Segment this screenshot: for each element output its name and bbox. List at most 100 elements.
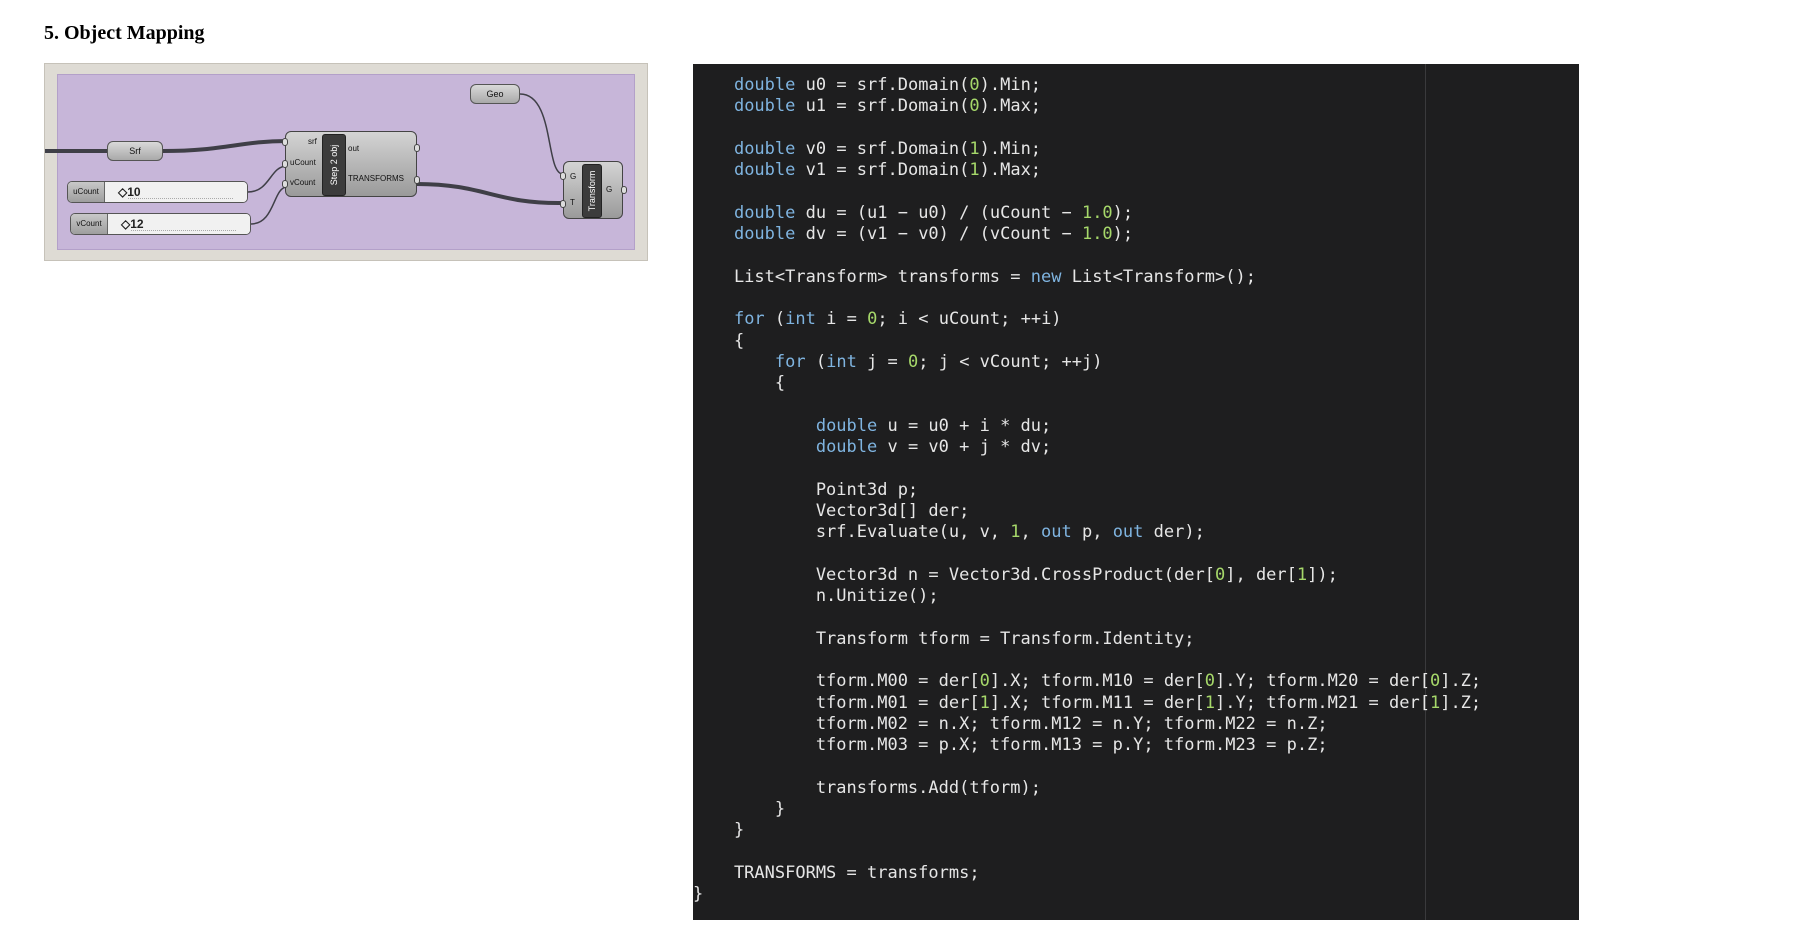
code-text: Transform tform = Transform.Identity; bbox=[693, 628, 1195, 649]
script-grip-ucount[interactable] bbox=[282, 160, 288, 168]
code-line bbox=[693, 544, 1481, 565]
code-number: 0 bbox=[1204, 671, 1216, 692]
script-output-transforms[interactable]: TRANSFORMS bbox=[348, 174, 404, 183]
vcount-slider-track[interactable] bbox=[108, 214, 250, 234]
code-number: 0 bbox=[979, 671, 990, 692]
code-keyword: double bbox=[733, 160, 796, 181]
geo-param[interactable]: Geo bbox=[470, 84, 520, 104]
code-text: ], der[ bbox=[1225, 564, 1297, 585]
code-line: double v = v0 + j * dv; bbox=[693, 437, 1481, 458]
code-keyword: out bbox=[1041, 522, 1072, 543]
code-number: 1 bbox=[1010, 522, 1021, 543]
code-text: ).Min; bbox=[979, 75, 1042, 95]
code-line bbox=[693, 118, 1481, 139]
code-text: v1 = srf.Domain( bbox=[795, 160, 970, 181]
code-line: Vector3d n = Vector3d.CrossProduct(der[0… bbox=[693, 565, 1481, 586]
code-text: u = u0 + i * du; bbox=[877, 415, 1052, 436]
script-input-ucount[interactable]: uCount bbox=[290, 158, 316, 167]
code-text: Vector3d n = Vector3d.CrossProduct(der[ bbox=[693, 564, 1215, 585]
section-heading: 5. Object Mapping bbox=[44, 22, 205, 44]
code-line bbox=[693, 181, 1481, 202]
code-text bbox=[693, 309, 734, 329]
code-text bbox=[693, 224, 734, 244]
vcount-slider[interactable]: vCount ◇12 bbox=[70, 213, 251, 235]
code-line: double dv = (v1 − v0) / (vCount − 1.0); bbox=[693, 224, 1481, 245]
transform-component-title: Transform bbox=[587, 170, 597, 212]
code-number: 1.0 bbox=[1081, 202, 1113, 223]
ucount-slider-value: ◇10 bbox=[118, 185, 141, 199]
script-grip-transforms[interactable] bbox=[414, 176, 420, 184]
code-text: ).Min; bbox=[979, 138, 1042, 159]
transform-grip-g-in[interactable] bbox=[560, 172, 566, 180]
transform-output-g[interactable]: G bbox=[606, 185, 613, 194]
code-text: } bbox=[693, 799, 786, 820]
code-text: p, bbox=[1071, 522, 1113, 543]
code-text: Point3d p; bbox=[693, 479, 919, 500]
code-listing: double u0 = srf.Domain( 0 ).Min; double u1… bbox=[693, 75, 1481, 906]
code-text: ].X; tform.M10 = der[ bbox=[989, 671, 1205, 692]
script-component-core[interactable]: Step 2 obj bbox=[322, 134, 346, 196]
script-input-vcount[interactable]: vCount bbox=[290, 178, 316, 187]
script-component[interactable]: srf uCount vCount Step 2 obj out TRANSFO… bbox=[282, 131, 420, 197]
transform-grip-t-in[interactable] bbox=[560, 200, 566, 208]
code-text: du = (u1 − u0) / (uCount − bbox=[795, 202, 1082, 223]
code-line: double v1 = srf.Domain(1).Max; bbox=[693, 160, 1481, 181]
wire-ucount bbox=[247, 165, 288, 193]
code-line bbox=[693, 245, 1481, 266]
script-input-srf[interactable]: srf bbox=[308, 137, 317, 146]
code-number: 1 bbox=[979, 692, 990, 713]
ucount-slider[interactable]: uCount ◇10 bbox=[67, 181, 248, 203]
code-line: double du = (u1 − u0) / (uCount − 1.0); bbox=[693, 203, 1481, 224]
grasshopper-canvas[interactable]: Srf Geo uCount ◇10 vCount ◇12 srf uCount… bbox=[44, 63, 648, 261]
script-grip-vcount[interactable] bbox=[282, 180, 288, 188]
code-line: tform.M01 = der[1].X; tform.M11 = der[1]… bbox=[693, 693, 1481, 714]
code-number: 0 bbox=[908, 351, 919, 372]
code-number: 0 bbox=[867, 309, 878, 330]
code-text: u0 = srf.Domain( bbox=[795, 75, 970, 95]
code-number: 1 bbox=[1429, 692, 1441, 713]
code-text: List<Transform> transforms = bbox=[693, 266, 1031, 287]
transform-component[interactable]: G T Transform G bbox=[560, 161, 627, 219]
code-line: Vector3d[] der; bbox=[693, 501, 1481, 522]
code-number: 1 bbox=[1204, 692, 1216, 713]
code-line: srf.Evaluate(u, v, 1, out p, out der); bbox=[693, 522, 1481, 543]
code-keyword: double bbox=[733, 75, 796, 95]
transform-grip-g-out[interactable] bbox=[621, 186, 627, 194]
wire-vcount bbox=[250, 186, 288, 225]
script-grip-srf[interactable] bbox=[282, 138, 288, 146]
srf-param[interactable]: Srf bbox=[107, 141, 163, 161]
code-line: double v0 = srf.Domain(1).Min; bbox=[693, 139, 1481, 160]
code-keyword: out bbox=[1112, 522, 1144, 543]
script-grip-out[interactable] bbox=[414, 144, 420, 152]
code-text bbox=[693, 352, 775, 372]
code-line: transforms.Add(tform); bbox=[693, 778, 1481, 799]
code-text: i = bbox=[815, 309, 868, 330]
code-text: ].Z; bbox=[1440, 692, 1482, 713]
transform-input-t[interactable]: T bbox=[570, 198, 575, 207]
code-line bbox=[693, 757, 1481, 778]
code-text bbox=[693, 437, 816, 457]
code-line: double u1 = srf.Domain(0).Max; bbox=[693, 96, 1481, 117]
code-editor[interactable]: double u0 = srf.Domain( 0 ).Min; double u1… bbox=[693, 64, 1579, 920]
code-line: Transform tform = Transform.Identity; bbox=[693, 629, 1481, 650]
vcount-value: 12 bbox=[130, 217, 144, 231]
transform-input-g[interactable]: G bbox=[570, 172, 577, 181]
code-text: List<Transform>(); bbox=[1061, 266, 1256, 287]
code-line: } bbox=[693, 799, 1481, 820]
code-text: tform.M00 = der[ bbox=[693, 671, 980, 692]
wire-layer bbox=[45, 93, 564, 225]
code-text: dv = (v1 − v0) / (vCount − bbox=[795, 224, 1082, 245]
code-line: Point3d p; bbox=[693, 480, 1481, 501]
code-line: List<Transform> transforms = new List<Tr… bbox=[693, 267, 1481, 288]
ucount-slider-track[interactable] bbox=[105, 182, 247, 202]
code-line: for (int j = 0; j < vCount; ++j) bbox=[693, 352, 1481, 373]
script-component-title: Step 2 obj bbox=[329, 144, 339, 186]
code-text: TRANSFORMS = transforms; bbox=[693, 862, 980, 883]
code-text bbox=[693, 96, 734, 116]
transform-component-core[interactable]: Transform bbox=[582, 164, 602, 218]
code-text: , bbox=[1020, 522, 1042, 543]
code-text: tform.M03 = p.X; tform.M13 = p.Y; tform.… bbox=[693, 735, 1328, 756]
script-output-out[interactable]: out bbox=[348, 144, 360, 153]
code-line bbox=[693, 650, 1481, 671]
code-text: ].X; tform.M11 = der[ bbox=[989, 692, 1205, 713]
